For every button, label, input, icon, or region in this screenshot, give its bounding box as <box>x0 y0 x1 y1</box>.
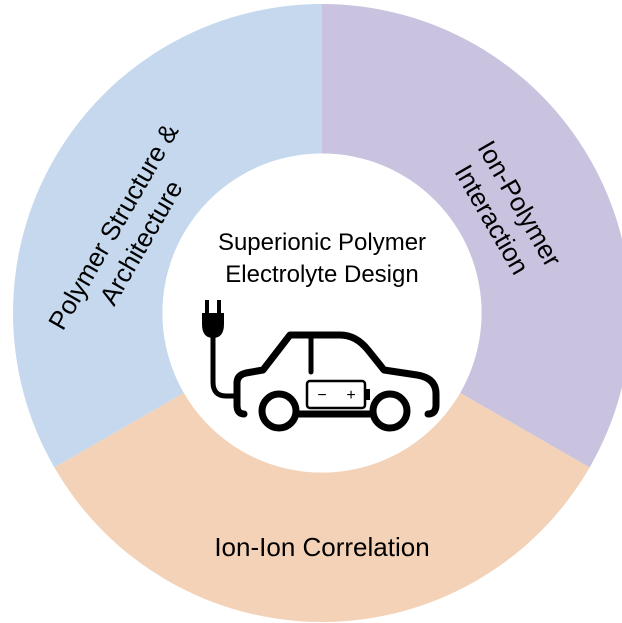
electric-car-icon: − + <box>202 300 440 432</box>
center-title-line2: Electrolyte Design <box>225 261 418 288</box>
battery-minus: − <box>317 387 326 404</box>
battery-plus: + <box>346 387 355 404</box>
plug-icon <box>202 313 224 338</box>
segment-ion-ion-correlation <box>54 392 590 622</box>
segment-polymer-structure <box>13 4 322 468</box>
car-wheel-front <box>369 390 411 432</box>
center-circle <box>162 153 482 473</box>
bottom-segment-label: Ion-Ion Correlation <box>214 532 429 562</box>
car-wheel-rear <box>258 390 300 432</box>
center-title-line1: Superionic Polymer <box>218 229 426 256</box>
car-body <box>233 331 440 418</box>
segment-ion-polymer <box>322 4 622 468</box>
